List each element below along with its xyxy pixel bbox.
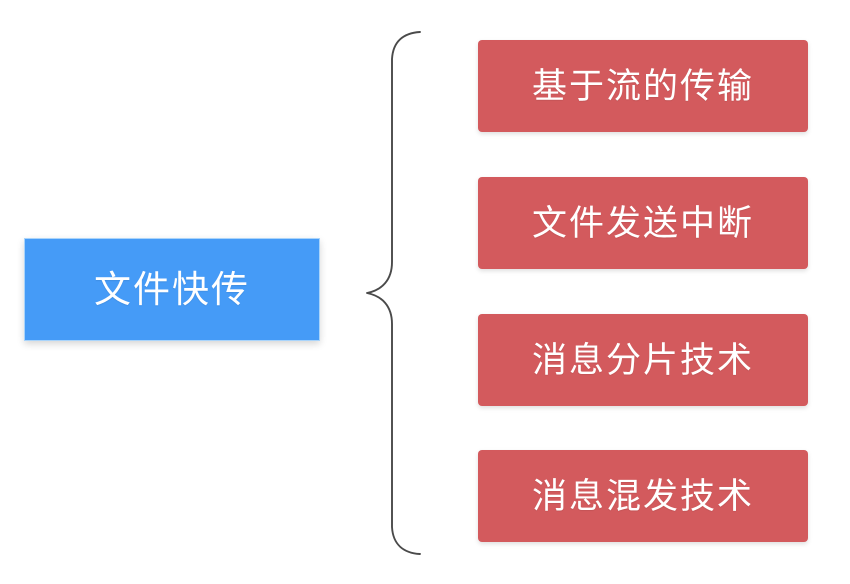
leaf-node-2-label: 文件发送中断 xyxy=(531,203,754,243)
leaf-node-1[interactable]: 基于流的传输 xyxy=(478,40,808,132)
leaf-node-3[interactable]: 消息分片技术 xyxy=(478,314,808,406)
leaf-node-4-label: 消息混发技术 xyxy=(531,476,754,516)
root-node-label: 文件快传 xyxy=(94,269,250,310)
leaf-node-3-label: 消息分片技术 xyxy=(531,340,754,380)
root-node-file-fast-transfer[interactable]: 文件快传 xyxy=(24,238,320,341)
leaf-node-4[interactable]: 消息混发技术 xyxy=(478,450,808,542)
leaf-node-1-label: 基于流的传输 xyxy=(531,66,754,106)
brace-connector xyxy=(360,22,430,562)
leaf-node-2[interactable]: 文件发送中断 xyxy=(478,177,808,269)
curly-brace-icon xyxy=(366,31,421,555)
